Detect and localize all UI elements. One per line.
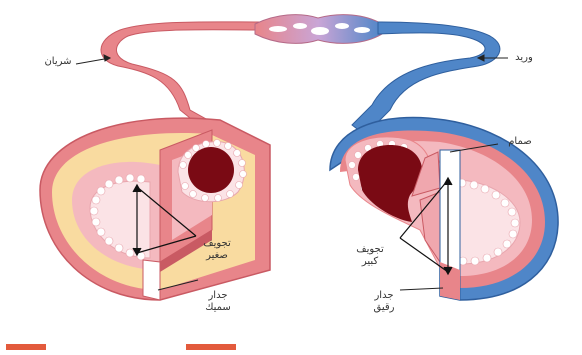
thick-wall-label-line-1: جدار — [198, 290, 238, 302]
small-lumen-label-line-1: تجويف — [196, 238, 238, 250]
artery-blood — [188, 147, 234, 193]
large-lumen-label-line-1: تجويف — [348, 244, 392, 256]
bottom-tab-middle — [186, 344, 236, 350]
small-lumen-label-line-2: صغير — [196, 250, 238, 262]
vein-label: وريد — [506, 52, 542, 64]
bottom-tab-left — [6, 344, 46, 350]
bottom-strip — [0, 343, 582, 350]
thin-wall-label-line-1: جدار — [366, 290, 402, 302]
artery-cross-section — [40, 118, 270, 300]
artery-label: شريان — [36, 56, 80, 68]
thin-wall-label-line-2: رقيق — [366, 302, 402, 314]
thick-wall-label-line-2: سميك — [198, 302, 238, 314]
valve-label: صمام — [500, 136, 540, 148]
large-lumen-label-line-2: كبير — [348, 256, 392, 268]
